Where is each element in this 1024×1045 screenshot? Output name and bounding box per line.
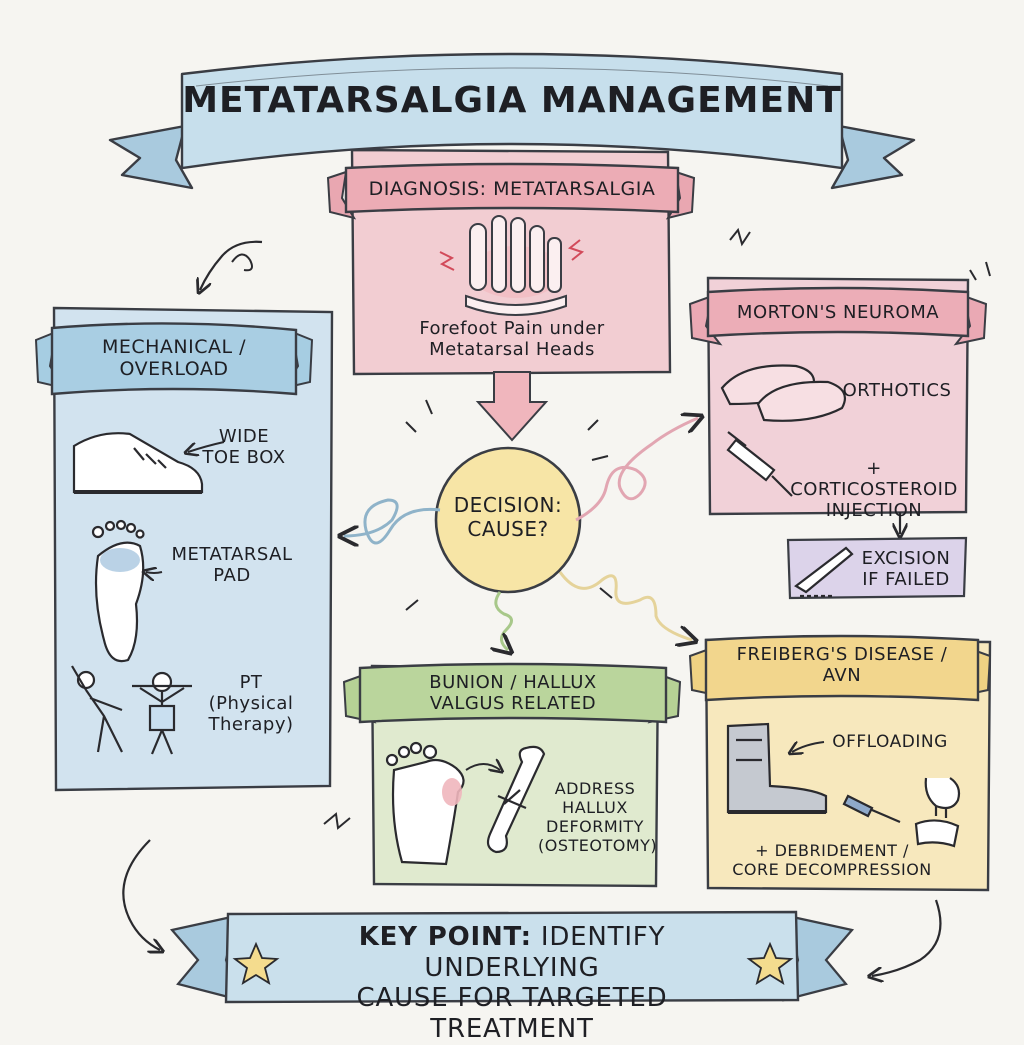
- keypoint-text: KEY POINT: IDENTIFY UNDERLYING CAUSE FOR…: [282, 922, 742, 1045]
- scalpel-icon: [794, 546, 854, 598]
- osteotomy-bone-icon: [486, 745, 546, 854]
- keypoint-line2: CAUSE FOR TARGETED TREATMENT: [356, 983, 668, 1045]
- star-icon: [232, 941, 280, 985]
- toe-box-line1: WIDE: [218, 426, 270, 447]
- pt-line2: (Physical: [208, 693, 294, 715]
- shoe-icon: [72, 432, 204, 494]
- top-right-squiggle: [729, 227, 991, 281]
- bunion-label-line2: VALGUS RELATED: [429, 693, 597, 715]
- injection-line2: INJECTION: [825, 500, 923, 522]
- shoe-pointer-arrow: [188, 441, 225, 452]
- mechanical-label: MECHANICAL / OVERLOAD: [52, 336, 296, 381]
- pad-line2: PAD: [213, 565, 251, 587]
- drill-icon: [842, 794, 901, 824]
- mechanical-item-pad: METATARSAL PAD: [162, 544, 302, 586]
- squiggle-mid-left: [323, 812, 351, 830]
- diagnosis-body-line2: Metatarsal Heads: [429, 339, 595, 361]
- mechanical-item-pt: PT (Physical Therapy): [196, 672, 306, 736]
- diagnosis-to-decision-arrow: [475, 371, 549, 442]
- forefoot-bones-icon: [439, 215, 585, 316]
- bunion-foot-icon: [385, 741, 465, 866]
- decision-to-freiberg-arrow: [558, 571, 692, 640]
- freiberg-label-line2: AVN: [822, 665, 862, 687]
- bunion-item-osteotomy: ADDRESS HALLUX DEFORMITY (OSTEOTOMY): [538, 779, 658, 856]
- star-icon: [746, 941, 794, 985]
- excision-box: [786, 536, 968, 600]
- offloading-pointer-arrow: [792, 741, 825, 752]
- insole-icon: [720, 364, 846, 422]
- debridement-line2: CORE DECOMPRESSION: [732, 859, 932, 879]
- morton-item-injection: + CORTICOSTEROID INJECTION: [782, 458, 966, 522]
- top-left-flow-arrow: [200, 240, 263, 290]
- injection-line1: + CORTICOSTEROID: [790, 458, 958, 501]
- excision-line1: EXCISION: [861, 548, 951, 569]
- freiberg-item-debridement: + DEBRIDEMENT / CORE DECOMPRESSION: [712, 841, 952, 880]
- top-left-squiggle: [231, 253, 253, 272]
- mechanical-item-toe-box: WIDE TOE BOX: [196, 426, 292, 468]
- diagnosis-body-line1: Forefoot Pain under: [419, 318, 605, 339]
- decision-line1: DECISION:: [453, 493, 563, 517]
- toe-box-line2: TOE BOX: [202, 447, 286, 469]
- osteotomy-line2: HALLUX: [562, 797, 628, 817]
- osteotomy-line3: DEFORMITY: [546, 816, 644, 836]
- joint-bone-icon: [914, 777, 961, 848]
- keypoint-line1: KEY POINT: IDENTIFY UNDERLYING: [282, 922, 742, 983]
- pad-line1: METATARSAL: [171, 544, 293, 565]
- decision-to-bunion-arrow: [496, 591, 512, 650]
- freiberg-item-offloading: OFFLOADING: [832, 732, 948, 752]
- foot-sole-icon: [91, 519, 145, 663]
- morton-item-orthotics: ORTHOTICS: [842, 380, 952, 401]
- pt-line1: PT: [239, 672, 263, 693]
- walking-boot-icon: [726, 722, 828, 814]
- decision-label: DECISION: CAUSE?: [446, 493, 570, 541]
- keypoint-banner: [169, 910, 855, 1004]
- right-bottom-flow-arrow: [872, 899, 942, 976]
- keypoint-line1-rest: IDENTIFY UNDERLYING: [424, 922, 666, 983]
- pad-pointer-arrow: [146, 572, 163, 573]
- keypoint-bold: KEY POINT:: [358, 922, 532, 952]
- mechanical-label-line1: MECHANICAL /: [101, 336, 247, 358]
- excision-line2: IF FAILED: [862, 569, 950, 591]
- decision-node: [405, 399, 613, 611]
- decision-line2: CAUSE?: [467, 516, 549, 541]
- freiberg-label-line1: FREIBERG'S DISEASE /: [736, 644, 948, 665]
- mechanical-label-line2: OVERLOAD: [119, 358, 229, 381]
- osteotomy-line1: ADDRESS: [554, 779, 636, 798]
- decision-to-mechanical-arrow: [344, 498, 441, 543]
- bunion-pointer-arrow: [465, 764, 500, 770]
- mechanical-box: [34, 306, 334, 792]
- osteotomy-line4: (OSTEOTOMY): [538, 835, 658, 855]
- left-bottom-flow-arrow: [122, 839, 160, 950]
- debridement-line1: + DEBRIDEMENT /: [755, 841, 909, 860]
- excision-text: EXCISION IF FAILED: [848, 548, 964, 590]
- bunion-label: BUNION / HALLUX VALGUS RELATED: [360, 672, 666, 714]
- bunion-label-line1: BUNION / HALLUX: [429, 672, 597, 693]
- decision-to-morton-arrow: [575, 418, 698, 522]
- flowchart-canvas: METATARSALGIA MANAGEMENT DIAGNOSIS: META…: [34, 52, 992, 1044]
- diagnosis-label: DIAGNOSIS: METATARSALGIA: [368, 178, 656, 200]
- title-banner: [108, 52, 916, 190]
- morton-label: MORTON'S NEUROMA: [736, 302, 940, 323]
- diagram-artwork: [34, 52, 992, 1004]
- diagnosis-body: Forefoot Pain under Metatarsal Heads: [356, 318, 668, 360]
- syringe-icon: [726, 431, 793, 497]
- stretching-people-icon: [71, 665, 192, 755]
- pt-line3: Therapy): [208, 714, 294, 736]
- freiberg-label: FREIBERG'S DISEASE / AVN: [706, 644, 978, 686]
- page-title: METATARSALGIA MANAGEMENT: [182, 80, 842, 121]
